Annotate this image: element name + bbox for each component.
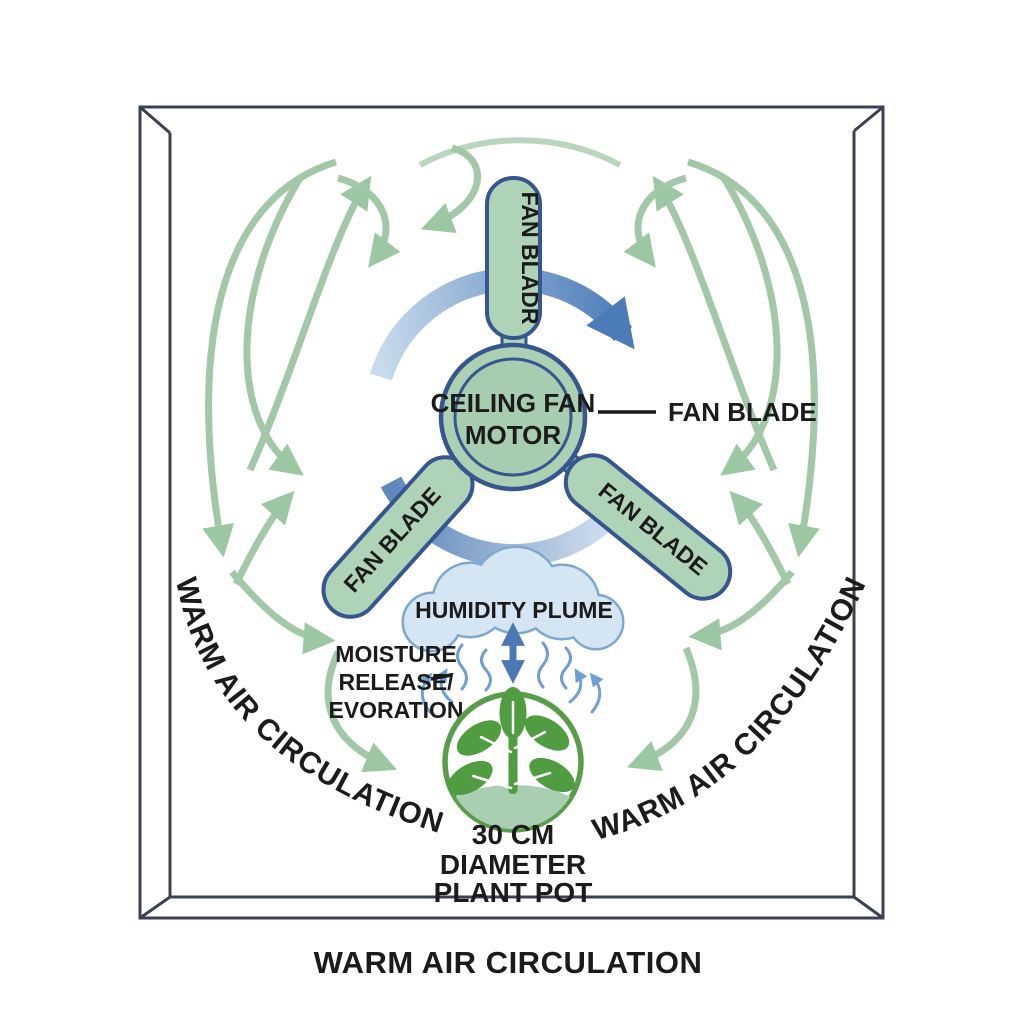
warm-air-arrow-from-right	[688, 569, 795, 651]
humidity-cloud-label: HUMIDITY PLUME	[415, 597, 613, 623]
vapor-squiggle	[480, 648, 492, 692]
plant-leaf	[447, 760, 493, 796]
vapor-squiggles	[418, 641, 604, 714]
ceiling-fan-motor: CEILING FAN MOTOR	[431, 342, 596, 492]
vapor-squiggle	[537, 641, 549, 689]
leaf-midribs	[471, 700, 552, 790]
moisture-label-line2: RELEASE/	[338, 669, 454, 695]
humidity-cloud: HUMIDITY PLUME	[401, 545, 625, 653]
plant-pot-icon	[442, 687, 584, 833]
fan-blade-top-label: FAN BLADR	[517, 192, 543, 325]
moisture-label-line3: EVORATION	[328, 697, 463, 723]
plant-leaf	[524, 715, 570, 751]
warm-air-arrow-topcenter-down	[420, 144, 481, 234]
warm-air-arrow-left-outer	[202, 158, 338, 558]
motor-label-line1: CEILING FAN	[431, 388, 596, 418]
plant-leaf	[529, 757, 575, 793]
warm-air-arrows	[202, 137, 820, 773]
pot-size-line2: DIAMETER	[440, 849, 586, 880]
warm-air-arrow-right-inner	[720, 176, 781, 476]
fan-blade-top	[485, 176, 542, 340]
vapor-squiggle	[456, 643, 468, 691]
frame-corner-bevels	[139, 105, 884, 920]
warm-air-arrow-to-plant-right	[626, 646, 700, 772]
plant-leaf	[456, 720, 502, 756]
vapor-arrow-right	[568, 668, 588, 704]
soil-mound	[446, 785, 580, 829]
warm-air-arrow-left-inner	[243, 176, 304, 476]
pot-size-line3: PLANT POT	[434, 877, 593, 908]
plant-leaves	[447, 687, 575, 796]
warm-air-arrow-topright-down	[623, 174, 687, 268]
warm-air-arrow-to-plant-left	[324, 650, 397, 773]
moisture-release-label: MOISTURE RELEASE/ EVORATION	[328, 641, 463, 723]
moisture-label-line1: MOISTURE	[335, 641, 456, 667]
fan-blade-callout-label: FAN BLADE	[668, 397, 817, 427]
vapor-arrow-far-left	[418, 672, 433, 714]
warm-air-arrow-right-outer	[687, 158, 820, 558]
fan-blade-callout: FAN BLADE	[598, 397, 817, 427]
motor-label-line2: MOTOR	[465, 420, 562, 450]
warm-air-arrow-right-up	[729, 490, 792, 586]
motor-inner-circle	[453, 357, 573, 477]
frame-box	[138, 105, 885, 920]
fan-blade-lower-right	[563, 453, 733, 601]
pot-size-label: 30 CM DIAMETER PLANT POT	[434, 819, 593, 908]
vapor-squiggle	[560, 646, 572, 690]
pot-size-line1: 30 CM	[472, 819, 554, 850]
warm-air-arrow-left-diagonal	[246, 175, 372, 472]
warm-air-arrow-to-moisture	[229, 569, 336, 655]
warm-air-arrow-right-diagonal	[652, 175, 778, 472]
warm-air-label-right: WARM AIR CIRCULATION	[589, 572, 873, 847]
vapor-arrow-far-right	[589, 672, 604, 714]
warm-air-arrow-top	[418, 137, 622, 168]
warm-air-arrow-topleft-down	[337, 174, 401, 268]
warm-air-arrow-left-up	[232, 490, 295, 586]
moisture-leader-dash	[430, 673, 452, 681]
warm-air-label-bottom: WARM AIR CIRCULATION	[314, 945, 703, 980]
